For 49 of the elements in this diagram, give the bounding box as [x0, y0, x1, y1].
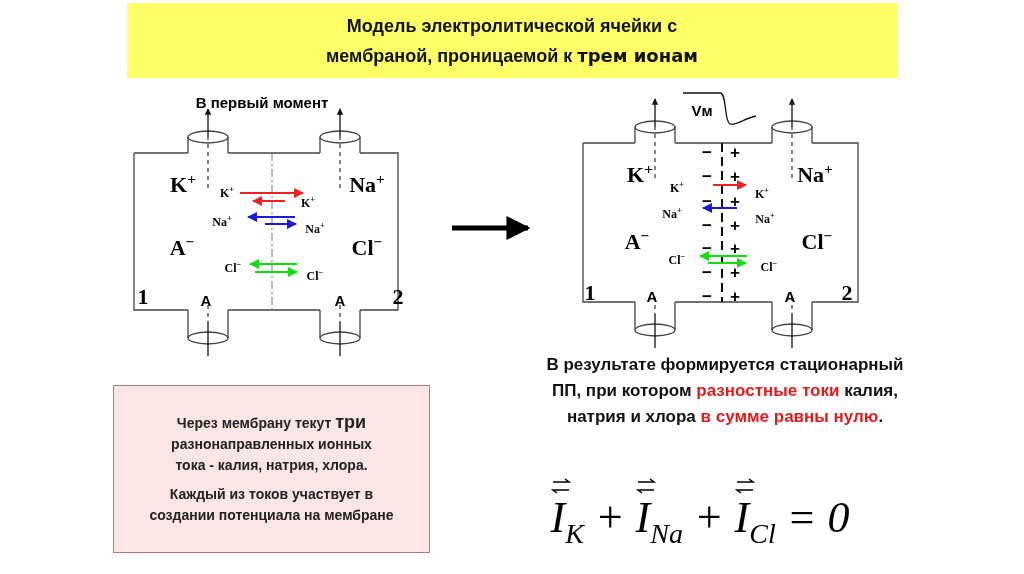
- charge-sign: −: [702, 263, 712, 281]
- charge-sign: +: [730, 287, 740, 305]
- charge-sign: −: [702, 216, 712, 234]
- ion-label: Na$^{+}$: [755, 213, 775, 225]
- ion-label: Cl$^{−}$: [760, 261, 778, 273]
- ion-label: Na$^{+}$: [305, 223, 325, 235]
- ion-label: A$^{−}$: [169, 237, 195, 259]
- chamber-number: 2: [841, 282, 853, 304]
- equation: I$_{K}$ + I$_{Na}$ + I$_{Cl}$ = 0: [549, 492, 851, 548]
- ion-label: Cl$^{−}$: [224, 262, 242, 274]
- ion-label: Cl$^{−}$: [668, 254, 686, 266]
- title-banner: Модель электролитической ячейки с мембраной, проницаемой к трем ионам: [127, 3, 897, 78]
- charge-sign: +: [730, 192, 740, 210]
- ion-label: Cl$^{−}$: [351, 237, 383, 259]
- ion-label: Cl$^{−}$: [306, 270, 324, 282]
- charge-sign: +: [730, 263, 740, 281]
- charge-sign: +: [730, 167, 740, 185]
- charge-sign: +: [730, 143, 740, 161]
- meter-label: A: [200, 292, 212, 308]
- ion-label: K$^{+}$: [754, 188, 770, 200]
- ion-label: K$^{+}$: [669, 182, 685, 194]
- charge-sign: +: [730, 239, 740, 257]
- charge-sign: −: [702, 287, 712, 305]
- charge-sign: −: [702, 167, 712, 185]
- charge-sign: +: [730, 216, 740, 234]
- ion-label: K$^{+}$: [300, 197, 316, 209]
- ion-label: K$^{+}$: [170, 174, 196, 196]
- heading-text: В первый момент: [195, 94, 329, 110]
- ion-label: K$^{+}$: [219, 187, 235, 199]
- chamber-number: 2: [392, 286, 404, 308]
- meter-label: A: [334, 292, 346, 308]
- note-text: Каждый из токов участвует в создании потенциала на мембране: [148, 485, 395, 525]
- meter-label: A: [646, 288, 658, 304]
- meter-label: A: [784, 288, 796, 304]
- ion-label: Na$^{+}$: [662, 208, 682, 220]
- potential-label: Vм: [691, 102, 713, 118]
- result-text: В результате формируется стационарный ПП, при котором разностные токи калия, натрия и хлора в сумме равны нулю.: [545, 354, 905, 428]
- charge-sign: −: [702, 143, 712, 161]
- ion-label: A$^{−}$: [624, 231, 650, 253]
- charge-sign: −: [702, 239, 712, 257]
- ion-label: Cl$^{−}$: [801, 231, 833, 253]
- charge-sign: −: [702, 192, 712, 210]
- chamber-number: 1: [137, 286, 149, 308]
- note-text: Через мембрану текут три разнонаправленных ионных тока - калия, натрия, хлора.: [170, 412, 373, 475]
- chamber-number: 1: [584, 282, 596, 304]
- ion-label: Na$^{+}$: [349, 174, 385, 196]
- ion-label: Na$^{+}$: [797, 164, 833, 186]
- ion-label: K$^{+}$: [627, 164, 653, 186]
- ion-label: Na$^{+}$: [212, 216, 232, 228]
